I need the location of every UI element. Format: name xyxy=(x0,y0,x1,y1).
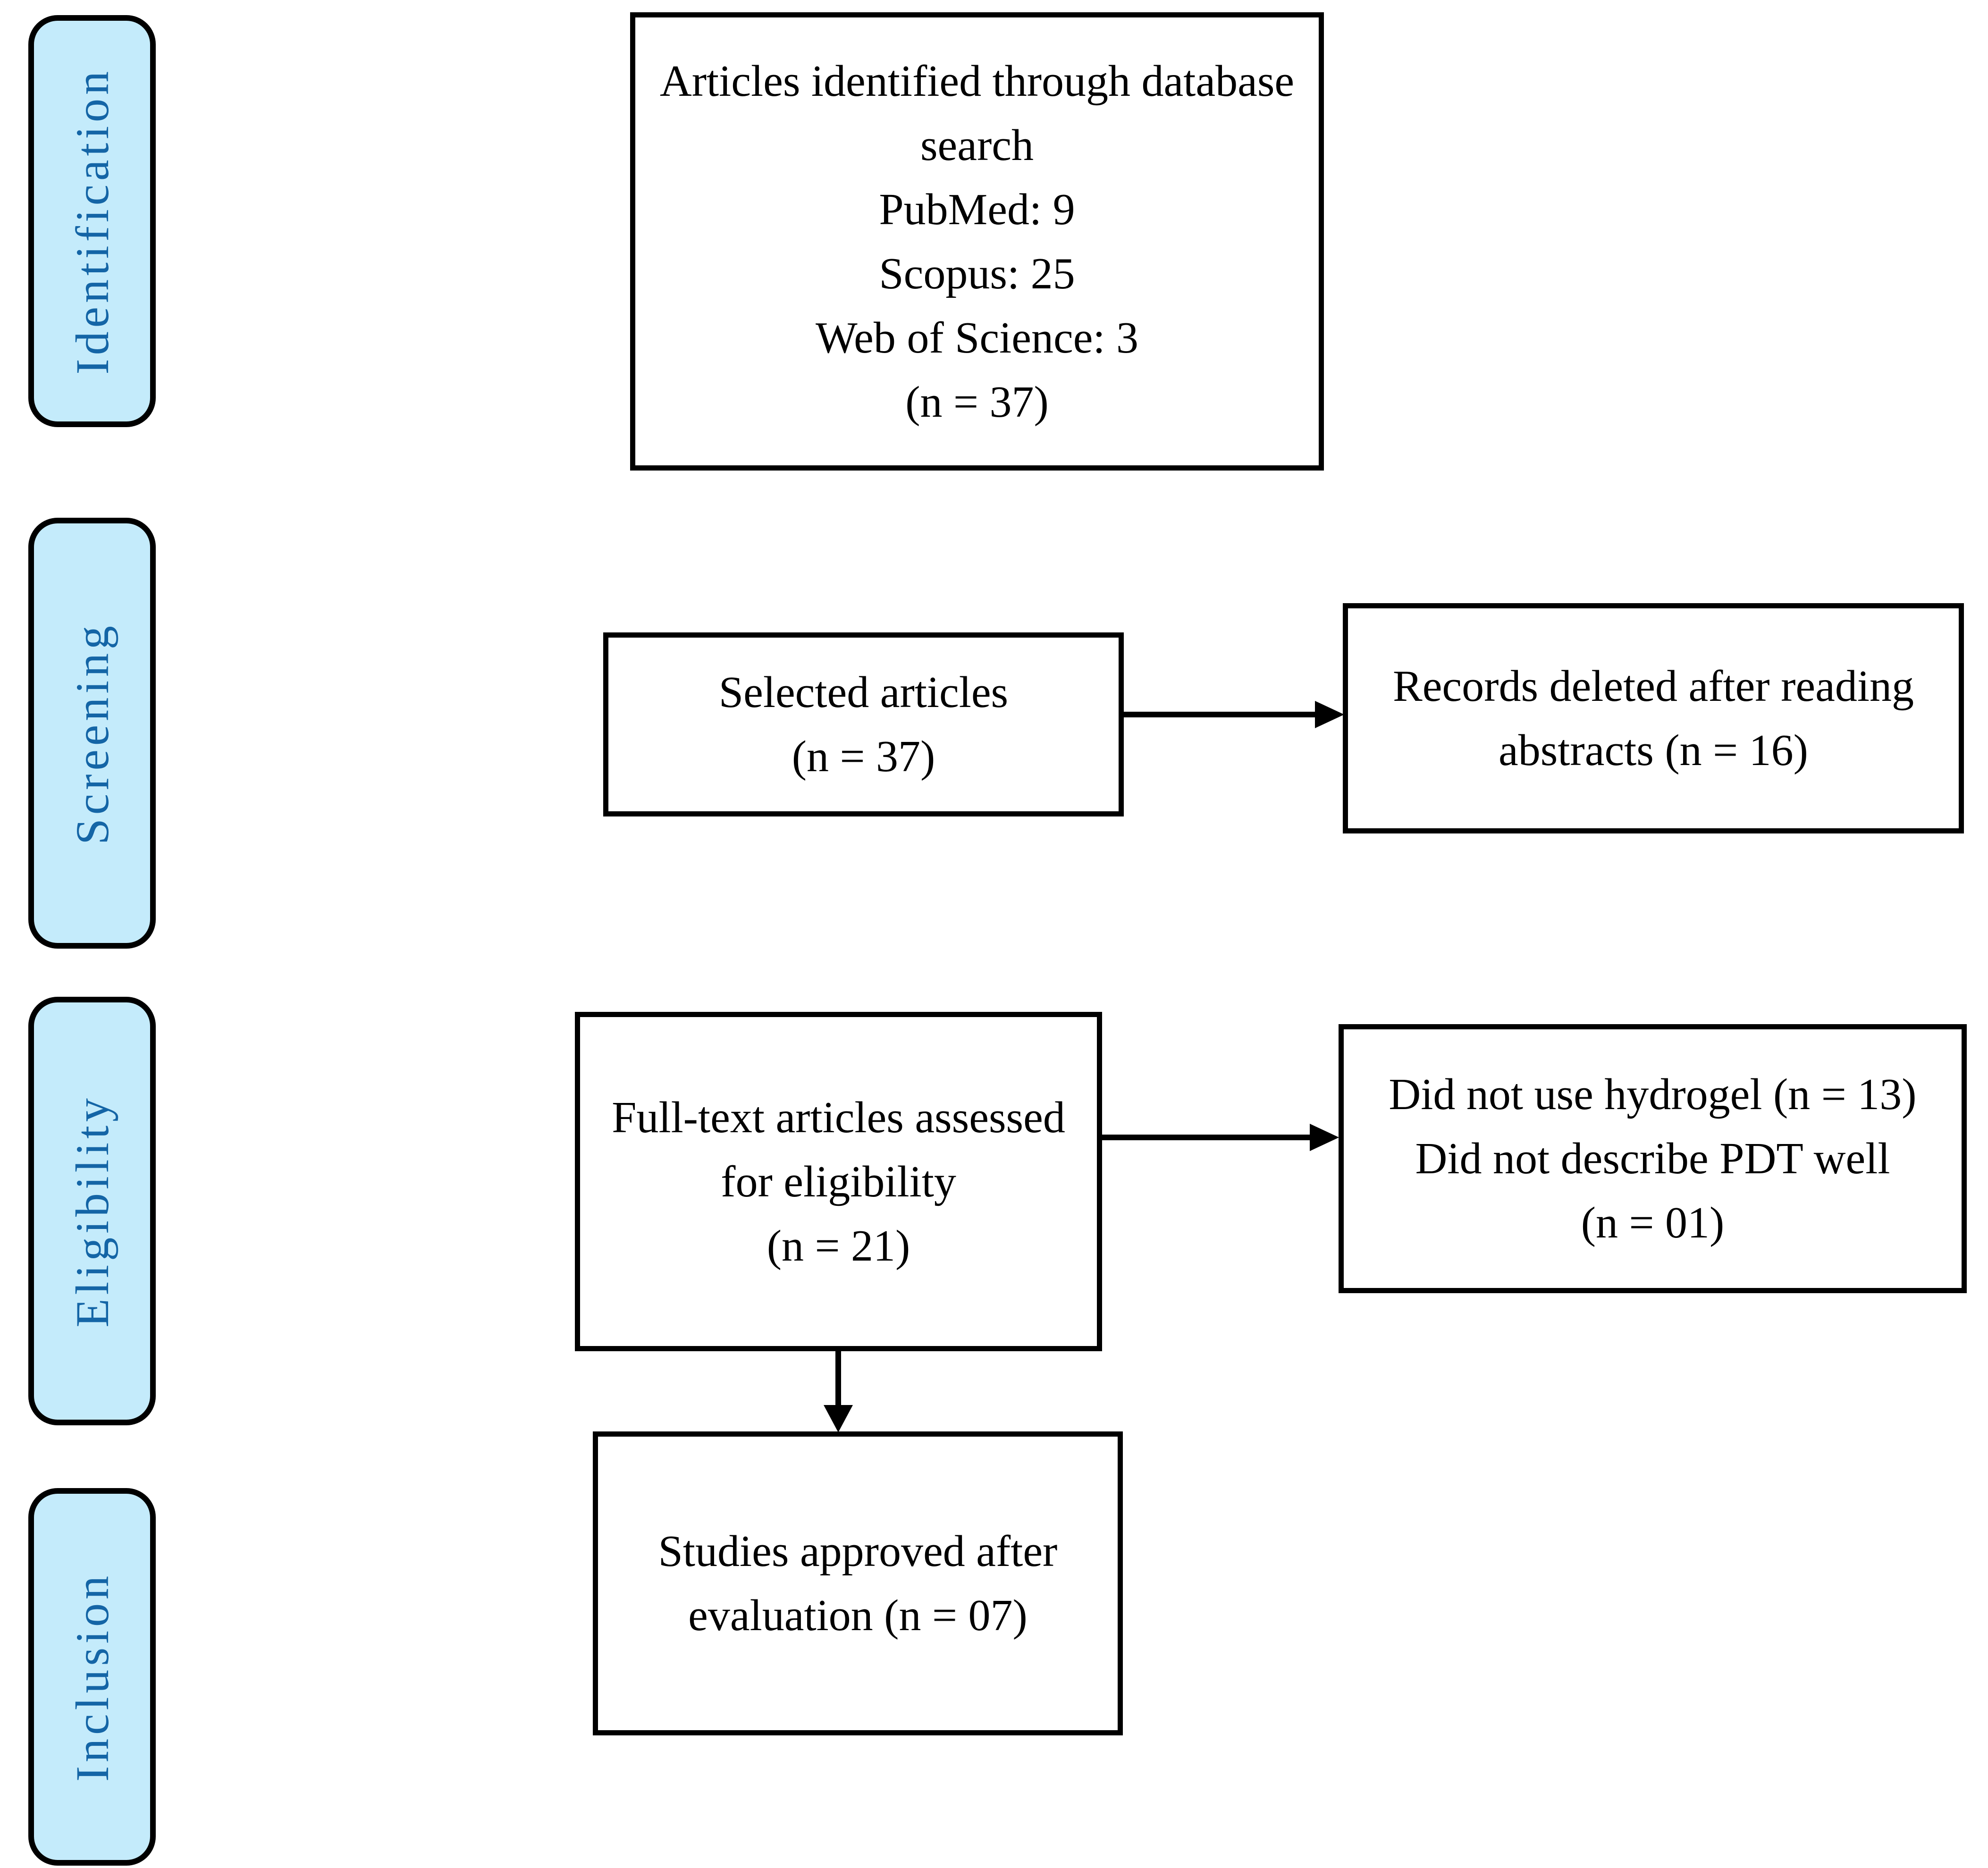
box-articles-identified-line: Web of Science: 3 xyxy=(815,313,1139,362)
box-studies-approved-line: Studies approved after xyxy=(658,1527,1058,1576)
arrow-fulltext-to-exclusions-head-icon xyxy=(1310,1124,1339,1151)
box-studies-approved-line: evaluation (n = 07) xyxy=(688,1591,1028,1640)
box-exclusion-reasons-line: Did not use hydrogel (n = 13) xyxy=(1389,1070,1917,1119)
stage-label-identification-text: Identification xyxy=(66,67,118,375)
stage-label-eligibility: Eligibility xyxy=(28,997,156,1425)
box-articles-identified-line: Scopus: 25 xyxy=(879,249,1075,298)
box-articles-identified-line: PubMed: 9 xyxy=(879,185,1075,234)
box-fulltext-assessed: Full-text articles assessed for eligibil… xyxy=(575,1012,1102,1351)
arrow-fulltext-to-exclusions-line xyxy=(1102,1135,1312,1140)
box-articles-identified-line: (n = 37) xyxy=(905,377,1049,427)
box-articles-identified-line: Articles identified through database xyxy=(659,56,1295,106)
stage-label-inclusion-text: Inclusion xyxy=(66,1572,118,1782)
box-fulltext-assessed-line: (n = 21) xyxy=(767,1221,910,1271)
arrow-selected-to-records-line xyxy=(1124,712,1317,717)
stage-label-inclusion: Inclusion xyxy=(28,1488,156,1866)
box-exclusion-reasons: Did not use hydrogel (n = 13) Did not de… xyxy=(1339,1024,1967,1293)
box-records-deleted-line: Records deleted after reading xyxy=(1393,662,1914,711)
box-fulltext-assessed-line: for eligibility xyxy=(721,1157,956,1206)
box-selected-articles-line: (n = 37) xyxy=(792,732,935,781)
stage-label-identification: Identification xyxy=(28,15,156,427)
arrow-selected-to-records-head-icon xyxy=(1315,701,1344,728)
box-exclusion-reasons-line: Did not describe PDT well xyxy=(1415,1134,1890,1183)
arrow-fulltext-to-approved-head-icon xyxy=(824,1405,853,1432)
stage-label-screening: Screening xyxy=(28,518,156,949)
box-studies-approved: Studies approved after evaluation (n = 0… xyxy=(593,1431,1123,1735)
box-exclusion-reasons-line: (n = 01) xyxy=(1581,1198,1725,1247)
box-fulltext-assessed-line: Full-text articles assessed xyxy=(612,1093,1065,1142)
arrow-fulltext-to-approved-line xyxy=(835,1350,841,1407)
box-selected-articles-line: Selected articles xyxy=(718,668,1009,717)
box-articles-identified-line: search xyxy=(920,120,1034,170)
box-articles-identified: Articles identified through database sea… xyxy=(630,12,1324,471)
stage-label-screening-text: Screening xyxy=(66,622,118,845)
box-selected-articles: Selected articles (n = 37) xyxy=(603,632,1124,816)
box-records-deleted: Records deleted after reading abstracts … xyxy=(1343,603,1964,833)
stage-label-eligibility-text: Eligibility xyxy=(66,1094,118,1328)
box-records-deleted-line: abstracts (n = 16) xyxy=(1499,726,1808,775)
